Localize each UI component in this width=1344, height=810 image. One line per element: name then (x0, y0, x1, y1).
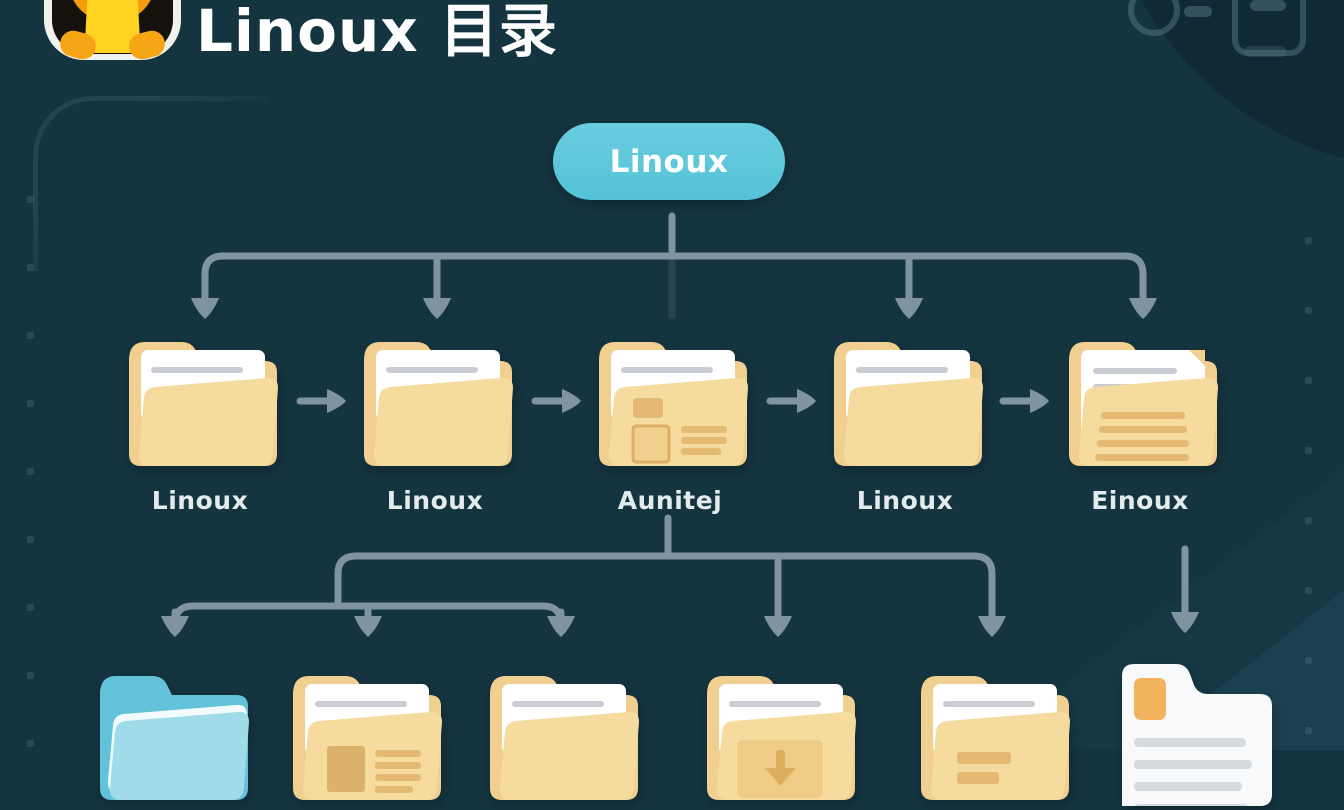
dot-decor (1305, 307, 1312, 314)
terminal-window-icon (1232, 0, 1306, 56)
dot-decor (27, 536, 34, 543)
dot-decor (1305, 447, 1312, 454)
dot-decor (27, 468, 34, 475)
dash-icon (1244, 46, 1286, 57)
dot-decor (27, 740, 34, 747)
circle-icon (1128, 0, 1180, 36)
dot-decor (27, 264, 34, 271)
down-arrowheads (161, 298, 1199, 637)
penguin-tux-icon (40, 0, 185, 66)
folder-icon (88, 654, 254, 806)
dot-decor (1305, 237, 1312, 244)
dot-decor (27, 332, 34, 339)
rounded-outline-decor (33, 96, 268, 271)
folder-icon (587, 320, 753, 472)
folder-label: Aunitej (617, 486, 723, 515)
dot-decor (1305, 517, 1312, 524)
dash-icon (1184, 6, 1212, 17)
root-node-label: Linoux (609, 143, 729, 180)
folder-icon (478, 654, 644, 806)
connector-rail-2-upper (334, 552, 996, 620)
infographic-canvas: { "header": { "title": "Linoux 目录", "log… (27, 0, 1344, 810)
dot-decor (27, 604, 34, 611)
folder-label: Linoux (856, 486, 954, 515)
dot-decor (1305, 727, 1312, 734)
dot-decor (1305, 587, 1312, 594)
dash-icon (1250, 0, 1286, 11)
dot-decor (27, 196, 34, 203)
tree-connectors (161, 212, 1199, 637)
dot-decor (27, 400, 34, 407)
folder-icon (822, 320, 988, 472)
root-node-linoux: Linoux (553, 123, 785, 200)
folder-label: Linoux (386, 486, 484, 515)
folder-icon (695, 654, 861, 806)
document-icon (1114, 654, 1272, 810)
folder-label: Einoux (1091, 486, 1189, 515)
folder-icon (909, 654, 1075, 806)
folder-label: Linoux (151, 486, 249, 515)
dot-decor (1305, 657, 1312, 664)
folder-icon (281, 654, 447, 806)
folder-icon (1057, 320, 1223, 472)
dot-decor (27, 672, 34, 679)
page-title: Linoux 目录 (196, 0, 558, 65)
dot-decor (1305, 377, 1312, 384)
folder-icon (352, 320, 518, 472)
connector-rail-1 (201, 252, 1147, 304)
folder-icon (117, 320, 283, 472)
